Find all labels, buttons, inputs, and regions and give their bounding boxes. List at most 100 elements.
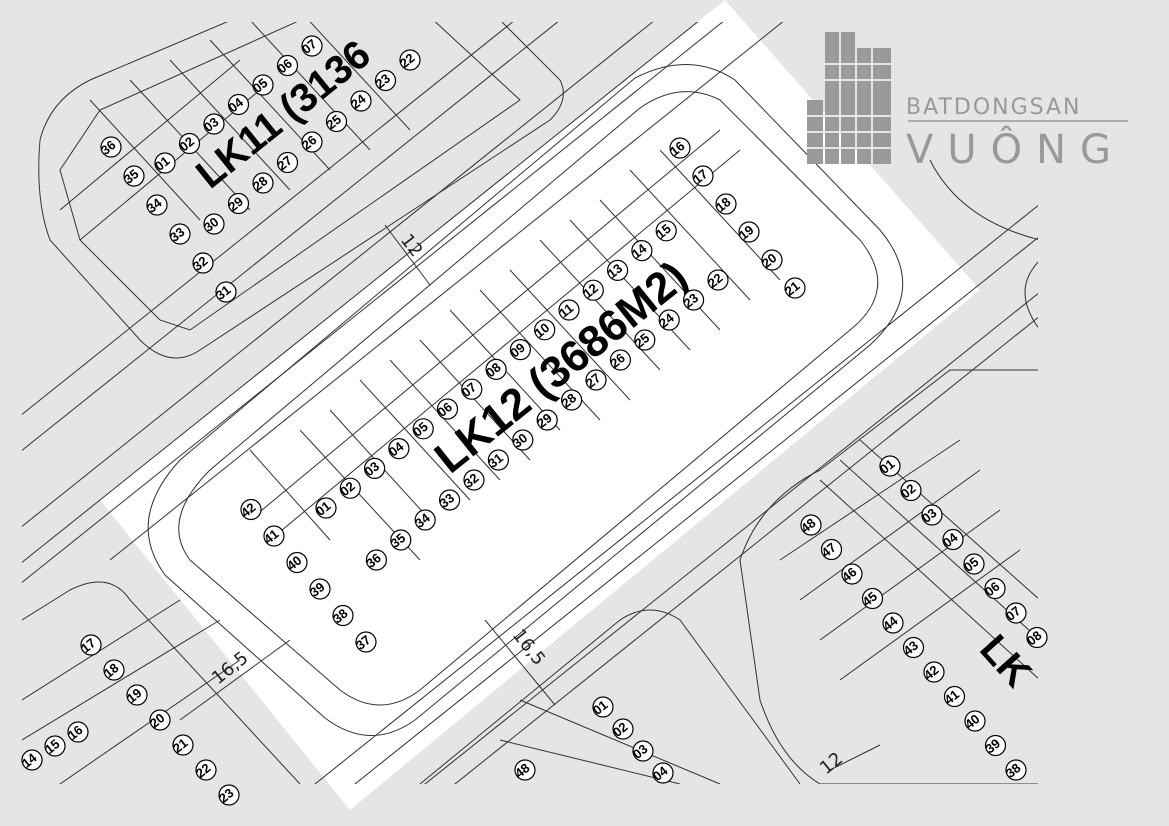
lot-marker[interactable]: 22 [193,759,217,781]
lot-marker[interactable]: 03 [919,504,943,526]
lot-marker[interactable]: 30 [510,429,534,451]
lot-marker[interactable]: 06 [434,398,459,420]
lot-marker[interactable]: 26 [299,131,323,153]
lot-marker[interactable]: 30 [201,213,225,235]
lot-marker[interactable]: 16 [65,721,89,743]
lot-marker[interactable]: 29 [225,192,250,215]
lot-marker[interactable]: 09 [507,339,532,361]
lot-marker[interactable]: 01 [313,497,337,519]
lot-marker[interactable]: 24 [656,309,680,331]
lot-marker[interactable]: 02 [337,477,361,499]
lot-marker[interactable]: 19 [124,684,148,706]
lot-marker[interactable]: 40 [284,551,308,574]
lot-marker[interactable]: 15 [42,735,66,757]
lot-marker[interactable]: 37 [353,631,377,653]
lot-marker[interactable]: 16 [667,137,691,159]
lot-marker[interactable]: 36 [363,549,387,571]
lot-marker[interactable]: 33 [436,489,461,511]
lot-marker[interactable]: 34 [412,509,436,531]
lot-marker[interactable]: 15 [653,220,677,242]
lot-marker[interactable]: 07 [299,35,323,57]
lot-marker[interactable]: 28 [250,172,274,194]
lot-marker[interactable]: 04 [650,762,674,784]
lot-marker[interactable]: 21 [782,277,806,299]
lot-marker[interactable]: 20 [147,709,171,731]
lot-marker[interactable]: 29 [534,409,558,431]
lot-marker[interactable]: 05 [250,74,274,96]
lot-marker[interactable]: 46 [839,563,863,585]
lot-marker[interactable]: 03 [201,113,225,135]
lot-marker[interactable]: 27 [274,151,299,174]
lot-marker[interactable]: 08 [483,358,507,380]
lot-marker[interactable]: 39 [307,578,331,600]
lot-marker[interactable]: 19 [736,221,760,243]
lot-marker[interactable]: 38 [330,604,354,627]
lot-marker[interactable]: 32 [461,469,485,491]
lot-marker[interactable]: 18 [101,659,125,681]
lot-marker[interactable]: 05 [410,418,434,440]
lot-marker[interactable]: 17 [78,634,102,656]
lot-marker[interactable]: 38 [1003,759,1027,781]
lot-marker[interactable]: 23 [372,69,397,92]
lot-marker[interactable]: 35 [121,165,145,187]
lot-marker[interactable]: 02 [610,718,634,740]
lot-marker[interactable]: 07 [459,378,483,400]
lot-marker[interactable]: 31 [485,449,509,471]
lot-marker[interactable]: 14 [629,240,653,261]
lot-marker[interactable]: 06 [982,577,1006,600]
lot-marker[interactable]: 40 [962,710,986,732]
lot-marker[interactable]: 07 [1003,602,1027,624]
lot-marker[interactable]: 42 [921,661,945,683]
lot-marker[interactable]: 48 [512,759,536,781]
lot-marker[interactable]: 22 [397,49,421,71]
lot-marker[interactable]: 25 [632,329,656,351]
lot-circle [301,131,323,153]
lot-marker[interactable]: 06 [274,54,299,77]
lot-marker[interactable]: 27 [583,369,607,391]
lot-marker[interactable]: 02 [898,479,922,502]
lot-marker[interactable]: 25 [323,110,348,133]
lot-marker[interactable]: 48 [798,514,822,536]
lot-marker[interactable]: 22 [705,269,729,291]
lot-marker[interactable]: 04 [225,93,250,115]
lot-marker[interactable]: 42 [238,498,262,521]
lot-marker[interactable]: 17 [690,165,714,187]
lot-marker[interactable]: 01 [590,696,614,718]
lot-marker[interactable]: 34 [144,194,168,216]
lot-marker[interactable]: 14 [19,749,43,771]
lot-marker[interactable]: 20 [759,249,783,271]
lot-marker[interactable]: 44 [880,612,904,634]
lot-marker[interactable]: 41 [941,685,966,708]
lot-marker[interactable]: 23 [680,289,705,311]
lot-marker[interactable]: 24 [348,90,372,112]
lot-marker[interactable]: 21 [170,734,194,756]
lot-marker[interactable]: 04 [940,528,964,550]
lot-marker[interactable]: 32 [190,252,214,274]
lot-marker[interactable]: 36 [98,136,122,158]
lot-marker[interactable]: 12 [580,279,604,301]
lot-marker[interactable]: 43 [900,636,925,659]
lot-marker[interactable]: 01 [152,152,176,174]
lot-marker[interactable]: 05 [961,553,985,575]
lot-marker[interactable]: 03 [361,457,386,479]
lot-marker[interactable]: 33 [167,223,191,245]
lot-marker[interactable]: 26 [607,349,632,371]
lot-marker[interactable]: 41 [261,525,285,547]
lot-marker[interactable]: 35 [388,529,412,551]
lot-marker[interactable]: 47 [818,538,843,561]
lot-circle [485,358,507,380]
lot-marker[interactable]: 45 [859,587,884,610]
lot-marker[interactable]: 18 [713,193,737,215]
lot-marker[interactable]: 01 [877,455,901,477]
lot-marker[interactable]: 23 [216,784,240,806]
lot-marker[interactable]: 04 [386,438,410,459]
lot-marker[interactable]: 03 [630,740,654,762]
lot-marker[interactable]: 10 [532,319,556,341]
lot-marker[interactable]: 02 [176,132,201,155]
lot-marker[interactable]: 28 [558,389,583,411]
lot-marker[interactable]: 08 [1024,626,1048,649]
lot-marker[interactable]: 39 [982,734,1007,757]
lot-marker[interactable]: 31 [213,281,237,303]
lot-marker[interactable]: 13 [604,259,629,281]
lot-marker[interactable]: 11 [556,299,580,321]
